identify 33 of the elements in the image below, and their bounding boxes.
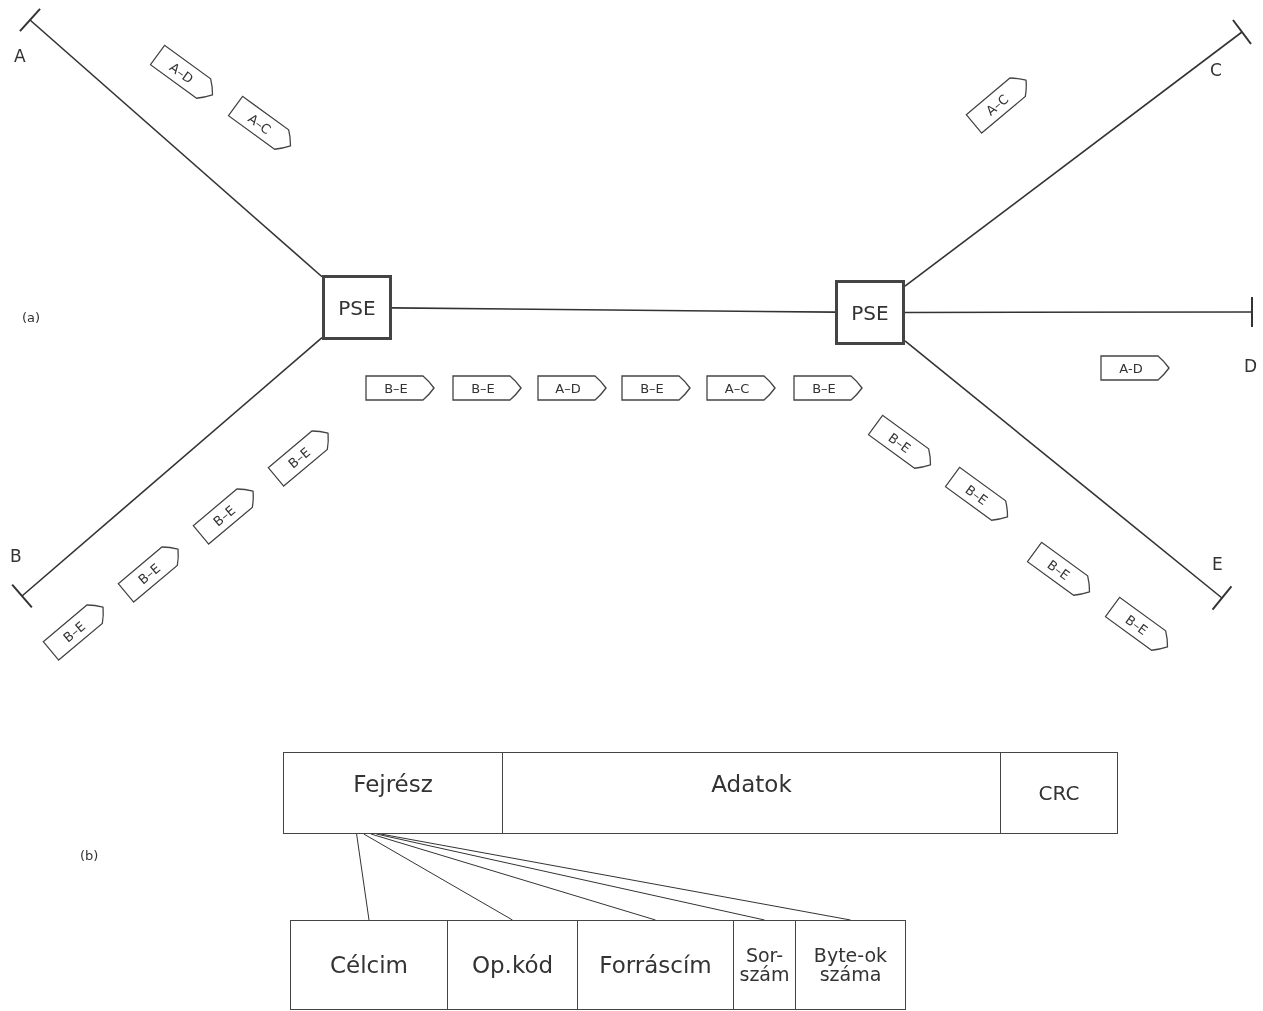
header-field: Sor-szám: [733, 920, 796, 1010]
endpoint-label: B: [10, 546, 22, 566]
leader-line: [356, 833, 370, 921]
packet-tag: A-D: [1100, 355, 1170, 381]
packet-tag: A–C: [706, 375, 776, 401]
link-line: [904, 31, 1243, 287]
panel-label: (a): [22, 310, 41, 325]
frame-field: Fejrész: [283, 752, 503, 834]
link-line: [29, 19, 323, 278]
link-line: [391, 307, 836, 313]
leader-line: [370, 833, 656, 921]
header-field: Célcim: [290, 920, 448, 1010]
packet-tag: B–E: [621, 375, 691, 401]
frame-field: Adatok: [502, 752, 1001, 834]
endpoint-label: D: [1244, 356, 1258, 376]
header-field: Forráscím: [577, 920, 734, 1010]
packet-tag: B–E: [365, 375, 435, 401]
header-field: Op.kód: [447, 920, 578, 1010]
packet-tag: B–E: [793, 375, 863, 401]
link-line: [904, 340, 1223, 599]
packet-tag: A–D: [537, 375, 607, 401]
link-line: [21, 336, 323, 597]
frame-field: CRC: [1000, 752, 1118, 834]
switch-box: PSE: [835, 280, 905, 345]
header-field: Byte-ok száma: [795, 920, 906, 1010]
panel-label: (b): [80, 848, 99, 863]
packet-tag: B–E: [452, 375, 522, 401]
endpoint-label: C: [1210, 60, 1222, 80]
link-line: [904, 311, 1253, 314]
leader-line: [363, 833, 513, 921]
endpoint-label: A: [14, 46, 26, 66]
endpoint-label: E: [1212, 554, 1223, 574]
switch-box: PSE: [322, 275, 392, 340]
